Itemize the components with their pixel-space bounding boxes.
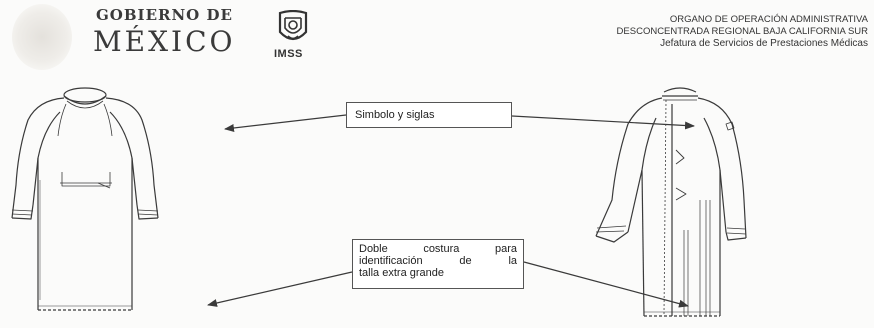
arrow-stitch-front	[207, 271, 353, 307]
word: para	[494, 243, 517, 255]
arrow-symbol-front	[224, 114, 347, 132]
organization-line1: ORGANO DE OPERACIÓN ADMINISTRATIVA	[669, 14, 868, 25]
callout-stitch-line3: talla extra grande	[359, 267, 444, 279]
word: de	[459, 255, 472, 267]
callout-stitch-line1: Doble costura para	[359, 243, 517, 255]
callout-symbol-acronym: Simbolo y siglas	[346, 102, 512, 128]
arrow-symbol-back	[511, 115, 695, 130]
arrow-stitch-back	[523, 261, 689, 308]
organization-line2: DESCONCENTRADA REGIONAL BAJA CALIFORNIA …	[616, 26, 868, 37]
organization-header: ORGANO DE OPERACIÓN ADMINISTRATIVA DESCO…	[617, 14, 868, 50]
imss-logo-icon	[278, 10, 308, 41]
word: Doble	[359, 243, 388, 255]
callout-stitch-line2: identificación de la	[359, 255, 517, 267]
word: costura	[423, 243, 460, 255]
imss-label: IMSS	[274, 48, 303, 60]
gobierno-title-line1: GOBIERNO DE	[96, 6, 233, 24]
callout-arrows	[207, 114, 695, 308]
callout-symbol-text: Simbolo y siglas	[355, 109, 435, 121]
organization-line3: Jefatura de Servicios de Prestaciones Mé…	[660, 38, 868, 49]
callout-double-stitch: Doble costura para identificación de la …	[352, 239, 524, 289]
word: identificación	[359, 255, 423, 267]
mexico-seal-watermark	[12, 4, 72, 70]
word: la	[508, 255, 517, 267]
front-gown-drawing	[11, 87, 159, 311]
back-gown-drawing	[595, 87, 747, 317]
gobierno-title-line2: MÉXICO	[93, 25, 236, 58]
